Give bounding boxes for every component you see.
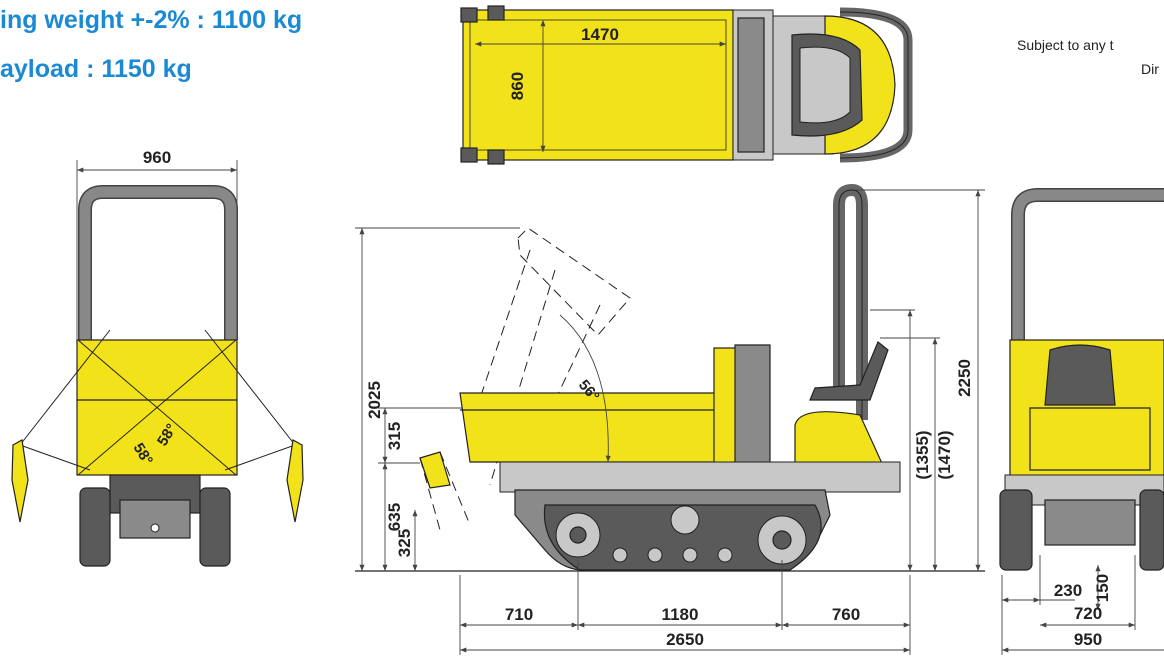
rear-rops-frame [1011, 188, 1164, 340]
side-dim-2250: 2250 [855, 189, 985, 571]
side-hood [794, 411, 886, 471]
rear-chassis [1044, 499, 1136, 546]
disclaimer-line-2: Dir [1141, 61, 1159, 77]
front-width-label: 960 [143, 148, 171, 167]
top-view-dump-bed [462, 9, 734, 161]
side-dim-315: 315 [378, 407, 462, 463]
side-rear-overhang-label: 760 [832, 605, 860, 624]
side-dim-760: 760 [782, 605, 910, 628]
side-low-height-label: 635 [385, 503, 404, 531]
rear-track-left [999, 489, 1033, 571]
side-low-clear-label: 325 [395, 529, 414, 557]
side-dim-2025: 2025 [355, 227, 520, 571]
front-track-left [79, 487, 111, 567]
side-dim-1180: 1180 [578, 605, 782, 628]
front-tipped-bed-right [286, 439, 304, 523]
side-dim-1470: (1470) [880, 337, 954, 571]
side-dim-1355: (1355) [870, 309, 932, 571]
front-rops-frame [78, 185, 238, 340]
side-rollers [555, 505, 807, 565]
side-rops-height-label: 2250 [955, 359, 974, 397]
rear-inner-width-label: 720 [1074, 604, 1102, 623]
top-dim-length: 1470 [475, 25, 726, 47]
side-raised-bed [469, 227, 631, 486]
rear-total-width-label: 950 [1074, 630, 1102, 649]
rear-clearance-label: 150 [1093, 574, 1112, 602]
side-total-length-label: 2650 [666, 630, 704, 649]
side-max-height-label: 2025 [365, 381, 384, 419]
side-tower [734, 344, 771, 481]
front-dim-width: 960 [76, 148, 238, 340]
side-dump-offset-label: 315 [385, 422, 404, 450]
top-dim-width: 860 [508, 20, 546, 152]
disclaimer-line-1: Subject to any t [1017, 37, 1114, 53]
rear-track-label: 230 [1054, 581, 1082, 600]
side-seat [809, 341, 889, 401]
front-tip-lines [19, 329, 296, 471]
side-dim-325: 325 [395, 509, 418, 571]
front-tipped-bed-left [11, 439, 29, 523]
operating-weight-spec: ing weight +-2% : 1100 kg [0, 6, 303, 34]
side-frame-height-label: (1470) [935, 430, 954, 479]
front-view: 960 58° 58° [11, 148, 304, 567]
top-view: 1470 860 [460, 5, 913, 165]
side-dump-bed [459, 392, 741, 463]
side-view: 56° 2025 315 635 325 (1355) [355, 183, 985, 655]
top-length-label: 1470 [581, 25, 619, 44]
side-dim-2650: 2650 [460, 630, 910, 653]
side-frame [499, 461, 901, 493]
side-wheelbase-label: 1180 [662, 605, 699, 624]
rear-track-right [1139, 489, 1164, 571]
side-tipped-bed-low [419, 451, 451, 489]
side-front-overhang-label: 710 [505, 605, 533, 624]
front-track-right [199, 487, 231, 567]
top-view-hinges [460, 5, 505, 165]
rear-view: 230 150 720 950 [999, 188, 1164, 655]
side-dim-635: 635 [378, 462, 420, 571]
rear-seat [1044, 344, 1116, 406]
payload-spec: ayload : 1150 kg [0, 55, 192, 83]
side-dim-710: 710 [460, 605, 578, 628]
side-seat-height-label: (1355) [913, 430, 932, 479]
top-width-label: 860 [508, 72, 527, 100]
